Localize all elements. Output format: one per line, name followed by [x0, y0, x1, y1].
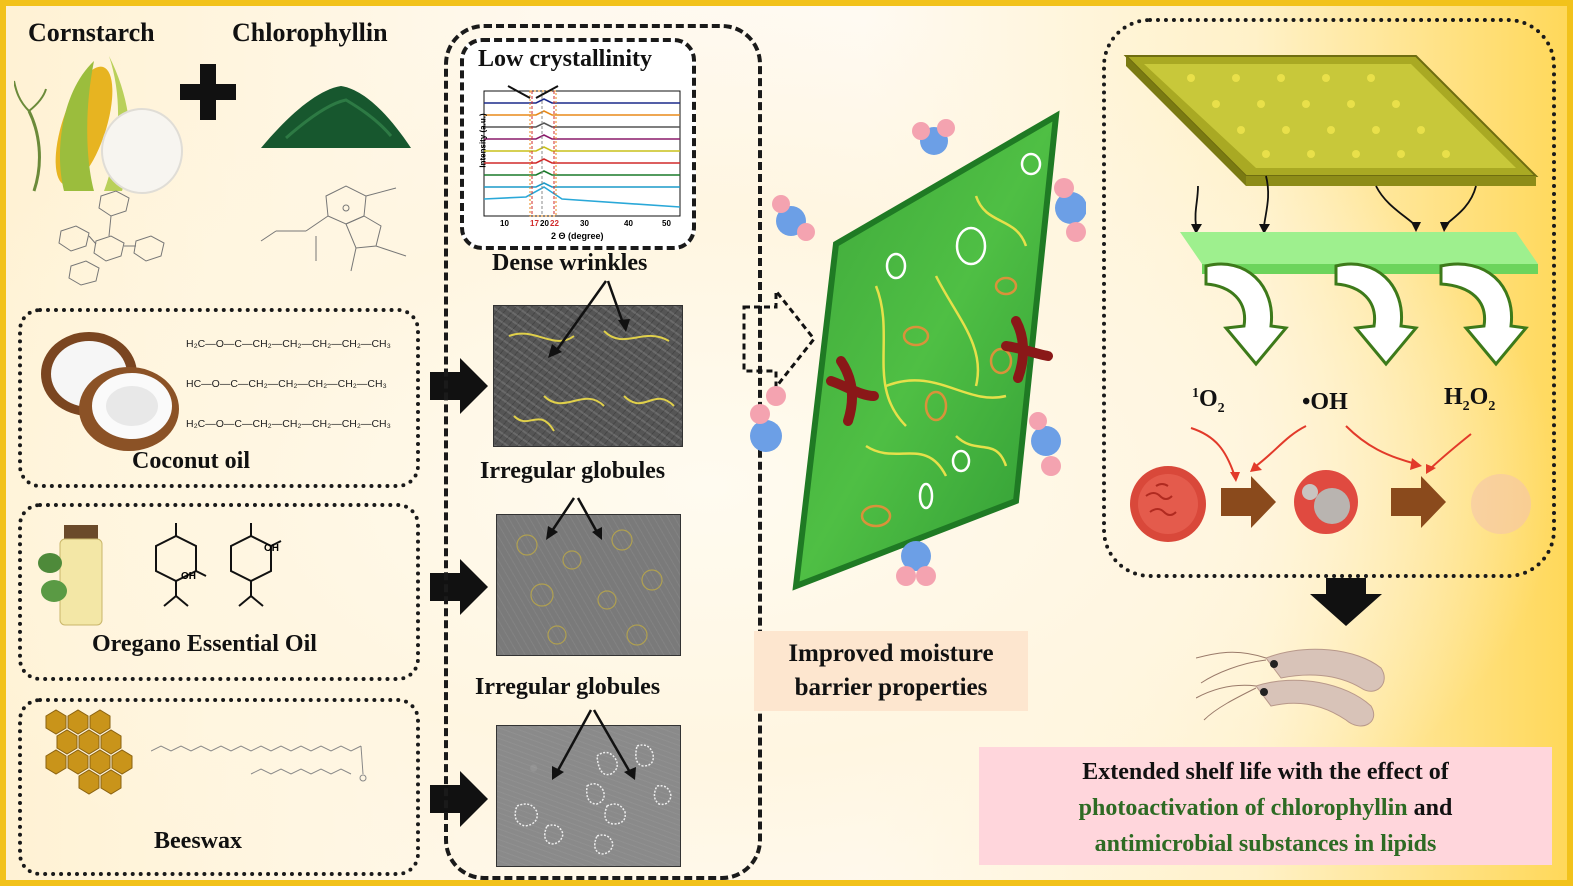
conclusion-and: and	[1407, 795, 1453, 821]
oregano-bottle-illustration	[38, 525, 103, 626]
wax-ester-chain	[151, 745, 367, 782]
packaging-tray	[1123, 55, 1539, 234]
wrinkle-pointer-arrows	[548, 280, 630, 358]
irregular-globules-label-2: Irregular globules	[475, 674, 661, 700]
corn-starch-illustration	[14, 56, 183, 194]
triglyceride-formula: H₂C—O—C—CH₂—CH₂—CH₂—CH₂—CH₃ HC—O—C—CH₂—C…	[186, 324, 391, 444]
down-arrow-icon	[1310, 578, 1382, 626]
singlet-o: O	[1199, 386, 1218, 412]
xrd-tick: 50	[662, 219, 671, 228]
xrd-plot	[483, 90, 681, 217]
hydroxyl-radical-label: •OH	[1302, 389, 1348, 415]
conclusion-line1: Extended shelf life with the effect of	[1082, 759, 1449, 785]
coconut-illustration	[41, 332, 179, 451]
photoactivation-frame	[1102, 18, 1556, 578]
starch-molecule-icon	[58, 190, 165, 286]
sem-image-beeswax	[496, 725, 681, 867]
irregular-globules-label-1: Irregular globules	[480, 458, 666, 484]
beeswax-box	[18, 698, 420, 876]
xrd-ylabel: Intensity (a.u.)	[478, 113, 488, 168]
h2o2-sub1: 2	[1462, 398, 1470, 414]
honeycomb-illustration	[45, 709, 133, 795]
hydrogen-peroxide-label: H2O2	[1444, 384, 1495, 415]
h2o2-o: O	[1469, 384, 1489, 410]
xrd-pointer-arrow	[507, 85, 559, 99]
cornstarch-label: Cornstarch	[28, 18, 155, 47]
globule-highlights	[516, 529, 663, 646]
h2o2-sub2: 2	[1488, 398, 1496, 414]
conclusion-box: Extended shelf life with the effect of p…	[979, 747, 1552, 865]
singlet-sup: 1	[1192, 386, 1199, 401]
shrimp-illustration	[1196, 648, 1385, 727]
xrd-xlabel: 2 Θ (degree)	[551, 231, 604, 241]
singlet-oxygen-label: 1O2	[1192, 386, 1225, 417]
conclusion-line2: photoactivation of chlorophyllin and	[979, 791, 1552, 825]
chlorophyllin-label: Chlorophyllin	[232, 18, 388, 47]
beeswax-label: Beeswax	[154, 828, 242, 854]
formula-line-top: H₂C—O—C—CH₂—CH₂—CH₂—CH₂—CH₃	[186, 338, 391, 350]
sem-image-oregano	[496, 514, 681, 656]
xrd-tick: 30	[580, 219, 589, 228]
moisture-barrier-line1: Improved moisture	[788, 640, 994, 667]
singlet-sub: 2	[1217, 400, 1225, 416]
dotted-arrow-icon	[742, 289, 816, 389]
beeswax-pointer-arrows	[552, 709, 636, 780]
low-crystallinity-label: Low crystallinity	[478, 46, 652, 72]
wrinkle-highlights	[508, 330, 675, 432]
coconut-oil-label: Coconut oil	[132, 448, 251, 474]
globule-pointer-arrows	[546, 497, 602, 540]
bacteria-degradation	[1130, 425, 1531, 542]
moisture-barrier-box: Improved moisture barrier properties	[754, 631, 1028, 711]
xrd-tick: 17	[530, 219, 539, 228]
xrd-curves	[483, 98, 681, 208]
water-molecules	[750, 119, 1086, 586]
xrd-tick: 10	[500, 219, 509, 228]
oregano-box	[18, 503, 420, 681]
oh-label-2: OH	[264, 543, 279, 554]
chlorophyllin-powder	[261, 86, 411, 148]
carvacrol-thymol-molecules	[155, 523, 282, 607]
oregano-label: Oregano Essential Oil	[92, 631, 317, 657]
dense-wrinkles-label: Dense wrinkles	[492, 250, 648, 276]
chlorophyllin-molecule-icon	[260, 185, 407, 272]
light-curved-arrows	[1204, 262, 1529, 367]
moisture-barrier-line2: barrier properties	[794, 674, 988, 701]
conclusion-line3: antimicrobial substances in lipids	[1094, 831, 1437, 857]
xrd-tick: 40	[624, 219, 633, 228]
formula-line-bot: H₂C—O—C—CH₂—CH₂—CH₂—CH₂—CH₃	[186, 418, 391, 430]
conclusion-highlight: photoactivation of chlorophyllin	[1078, 795, 1408, 821]
h2o2-h: H	[1444, 384, 1463, 410]
sem-image-wrinkles	[493, 305, 683, 447]
globule-outlines	[514, 744, 672, 855]
characterization-frame	[444, 24, 762, 880]
formula-line-mid: HC—O—C—CH₂—CH₂—CH₂—CH₂—CH₃	[186, 378, 387, 390]
xrd-tick: 22	[550, 219, 559, 228]
plus-icon	[180, 64, 236, 120]
film-illustration	[792, 110, 1060, 591]
xrd-tick: 20	[540, 219, 549, 228]
oh-label-1: OH	[181, 571, 196, 582]
coconut-oil-box	[18, 308, 420, 488]
